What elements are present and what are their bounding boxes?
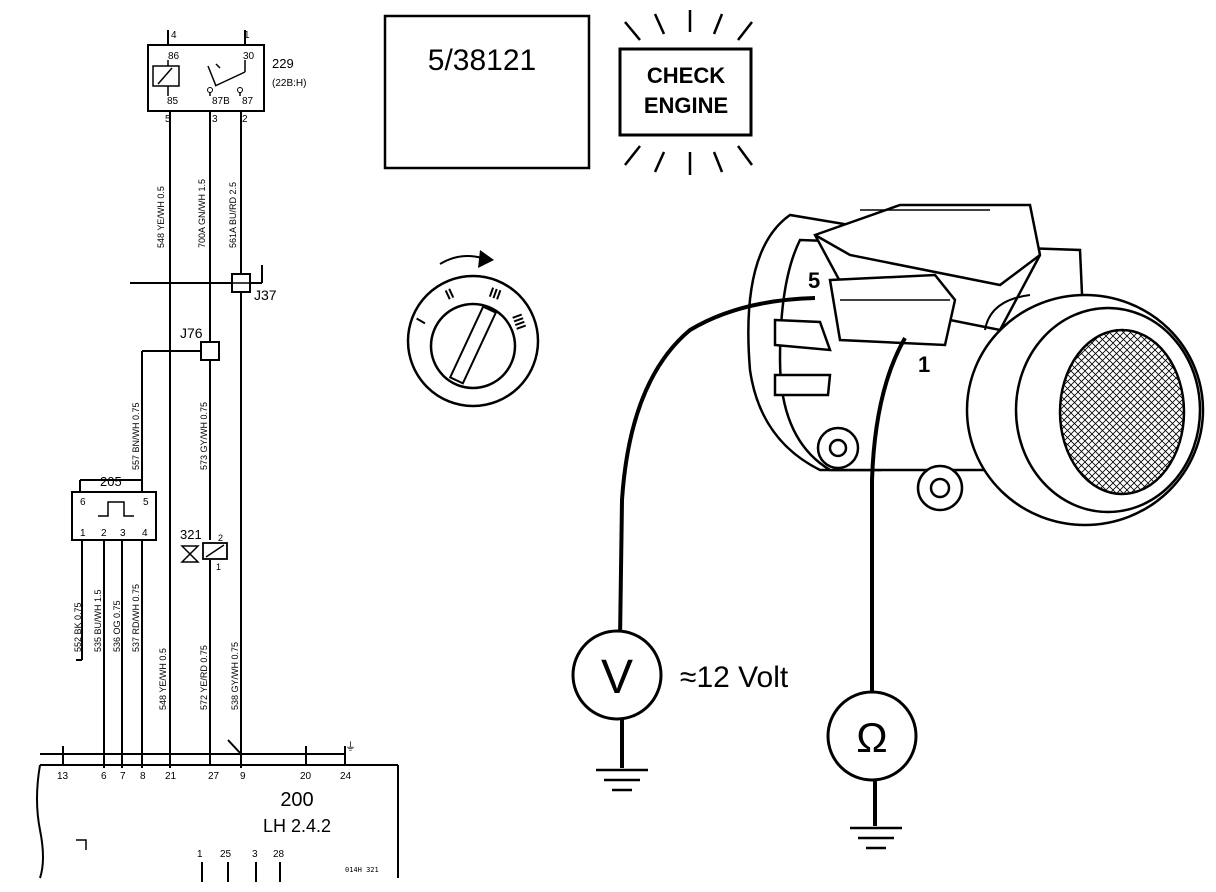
sensor-205-pin-4: 4 xyxy=(142,528,148,539)
lamp-rays xyxy=(624,10,754,175)
ecu-pin-27: 27 xyxy=(208,771,220,782)
air-mass-meter-illustration xyxy=(747,203,1205,527)
ecu-bottom-pin-1: 1 xyxy=(197,849,203,860)
check-engine-line1: CHECK xyxy=(647,63,725,88)
relay-subtitle: (22B:H) xyxy=(272,78,306,89)
sensor-205: 205 6 5 1 2 3 4 xyxy=(71,474,157,541)
valve-321-pin-1: 1 xyxy=(216,562,221,572)
relay-pin-bottom-3: 3 xyxy=(212,114,218,125)
ecu-bottom-pin-25: 25 xyxy=(220,849,232,860)
ignition-mark-4: IIII xyxy=(509,312,529,332)
ecu-bottom-pins: 1 25 3 28 xyxy=(197,849,285,860)
code-box: 5/38121 xyxy=(383,14,591,170)
ecu-pin-8: 8 xyxy=(140,771,146,782)
junction-j37-label: J37 xyxy=(254,287,277,303)
ignition-mark-2: II xyxy=(443,285,457,303)
wire-700a: 700A GN/WH 1.5 xyxy=(197,179,207,248)
relay-pin-86: 86 xyxy=(168,51,180,62)
valve-321: 321 2 1 xyxy=(180,527,228,572)
probe-leads xyxy=(618,296,907,700)
sensor-205-pin-3: 3 xyxy=(120,528,126,539)
junction-j76-label: J76 xyxy=(180,325,203,341)
relay-pin-top-1: 1 xyxy=(244,30,250,41)
check-engine-line2: ENGINE xyxy=(644,93,728,118)
ignition-mark-3: III xyxy=(487,284,503,303)
wire-537: 537 RD/WH 0.75 xyxy=(131,584,141,652)
sensor-205-pin-2: 2 xyxy=(101,528,107,539)
ecu-pin-7: 7 xyxy=(120,771,126,782)
sensor-205-pin-5: 5 xyxy=(143,497,149,508)
wire-548-bottom: 548 YE/WH 0.5 xyxy=(158,648,168,710)
ground-icon xyxy=(596,768,648,792)
ohmmeter: Ω xyxy=(826,690,918,850)
ecu-number: 200 xyxy=(280,789,313,811)
ignition-mark-1: I xyxy=(413,315,429,326)
relay-pin-30: 30 xyxy=(243,51,255,62)
relay-pin-87b: 87B xyxy=(212,96,230,107)
meter-pin-1: 1 xyxy=(918,352,930,377)
wire-lines xyxy=(40,111,345,768)
ecu-pin-21: 21 xyxy=(165,771,177,782)
ignition-switch: I II III IIII xyxy=(406,250,540,408)
ecu-pin-13: 13 xyxy=(57,771,69,782)
sensor-205-pin-6: 6 xyxy=(80,497,86,508)
ecu-footnote: 014H 321 xyxy=(345,866,379,874)
sensor-205-pin-1: 1 xyxy=(80,528,86,539)
wire-572: 572 YE/RD 0.75 xyxy=(199,645,209,710)
wire-552: 552 BK 0.75 xyxy=(73,602,83,652)
valve-321-number: 321 xyxy=(180,527,202,542)
valve-321-pin-2: 2 xyxy=(218,533,223,543)
relay-229: 4 1 86 30 85 87B 87 229 (22B:H) 5 3 2 xyxy=(147,30,306,125)
relay-pin-bottom-2: 2 xyxy=(242,114,248,125)
ecu-pin-9: 9 xyxy=(240,771,246,782)
wire-561a: 561A BU/RD 2.5 xyxy=(228,182,238,248)
arrow-right-icon xyxy=(478,250,494,268)
ecu-pin-20: 20 xyxy=(300,771,312,782)
relay-pin-bottom-5: 5 xyxy=(165,114,171,125)
relay-pin-85: 85 xyxy=(167,96,179,107)
check-engine-lamp: CHECK ENGINE xyxy=(618,10,754,175)
voltmeter-icon: V xyxy=(601,651,633,704)
junction-j37: J37 xyxy=(231,273,277,303)
wire-538: 538 GY/WH 0.75 xyxy=(230,642,240,710)
ground-symbol-icon: ⏚ xyxy=(345,740,356,753)
meter-pin-5: 5 xyxy=(808,268,820,293)
wire-536: 536 OG 0.75 xyxy=(112,600,122,652)
relay-number: 229 xyxy=(272,56,294,71)
wire-548-top: 548 YE/WH 0.5 xyxy=(156,186,166,248)
ecu-top-pins: 13 6 7 8 21 27 9 20 24 xyxy=(57,771,352,782)
wire-535: 535 BU/WH 1.5 xyxy=(93,589,103,652)
ecu-bottom-pin-3: 3 xyxy=(252,849,258,860)
sensor-205-number: 205 xyxy=(100,474,122,489)
ecu-pin-24: 24 xyxy=(340,771,352,782)
ground-icon xyxy=(850,826,902,850)
ecu-pin-6: 6 xyxy=(101,771,107,782)
voltage-reading: ≈12 Volt xyxy=(680,661,789,694)
wire-557: 557 BN/WH 0.75 xyxy=(131,402,141,470)
ecu-bottom-pin-28: 28 xyxy=(273,849,285,860)
ecu-200: 13 6 7 8 21 27 9 20 24 ⏚ 200 LH 2.4.2 1 … xyxy=(36,740,399,882)
fault-code: 5/38121 xyxy=(428,44,536,77)
relay-pin-top-4: 4 xyxy=(171,30,177,41)
wire-labels: 548 YE/WH 0.5 700A GN/WH 1.5 561A BU/RD … xyxy=(73,179,240,710)
relay-pin-87: 87 xyxy=(242,96,254,107)
voltmeter: V ≈12 Volt xyxy=(571,629,789,792)
ohm-icon: Ω xyxy=(856,714,887,761)
ecu-model: LH 2.4.2 xyxy=(263,816,331,836)
wire-573: 573 GY/WH 0.75 xyxy=(199,402,209,470)
ecu-pin-stubs xyxy=(62,746,346,765)
junction-j76: J76 xyxy=(180,325,220,361)
